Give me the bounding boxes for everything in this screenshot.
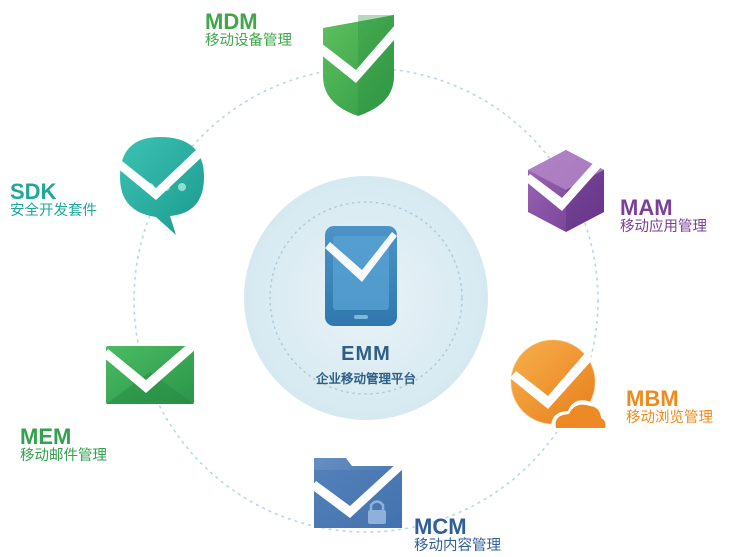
center-name: 企业移动管理平台 [315,371,416,386]
envelope-icon [102,342,196,404]
module-abbr: MEM [20,424,72,449]
module-abbr: MBM [626,386,679,411]
module-name: 移动应用管理 [620,219,707,236]
module-abbr: SDK [10,179,57,204]
module-label-mbm: MBM 移动浏览管理 [626,387,713,426]
module-label-sdk: SDK 安全开发套件 [10,180,97,219]
module-name: 移动内容管理 [414,538,501,555]
module-name: 安全开发套件 [10,203,97,220]
center-label: EMM 企业移动管理平台 [276,343,456,387]
module-label-mem: MEM 移动邮件管理 [20,425,107,464]
inner-orbit [269,201,463,395]
module-name: 移动设备管理 [205,33,292,50]
cube-icon [524,150,604,232]
module-name: 移动邮件管理 [20,448,107,465]
phone-icon [325,226,397,326]
module-label-mdm: MDM 移动设备管理 [205,10,292,49]
module-abbr: MDM [205,9,258,34]
center-abbr: EMM [341,343,391,365]
module-name: 移动浏览管理 [626,410,713,427]
module-label-mcm: MCM 移动内容管理 [414,515,501,554]
folder-lock-icon [310,458,404,528]
module-abbr: MAM [620,195,673,220]
module-label-mam: MAM 移动应用管理 [620,196,707,235]
cloud-globe-icon [510,339,611,432]
module-abbr: MCM [414,514,467,539]
shield-icon [315,15,402,116]
chat-bubble-icon [116,137,204,235]
